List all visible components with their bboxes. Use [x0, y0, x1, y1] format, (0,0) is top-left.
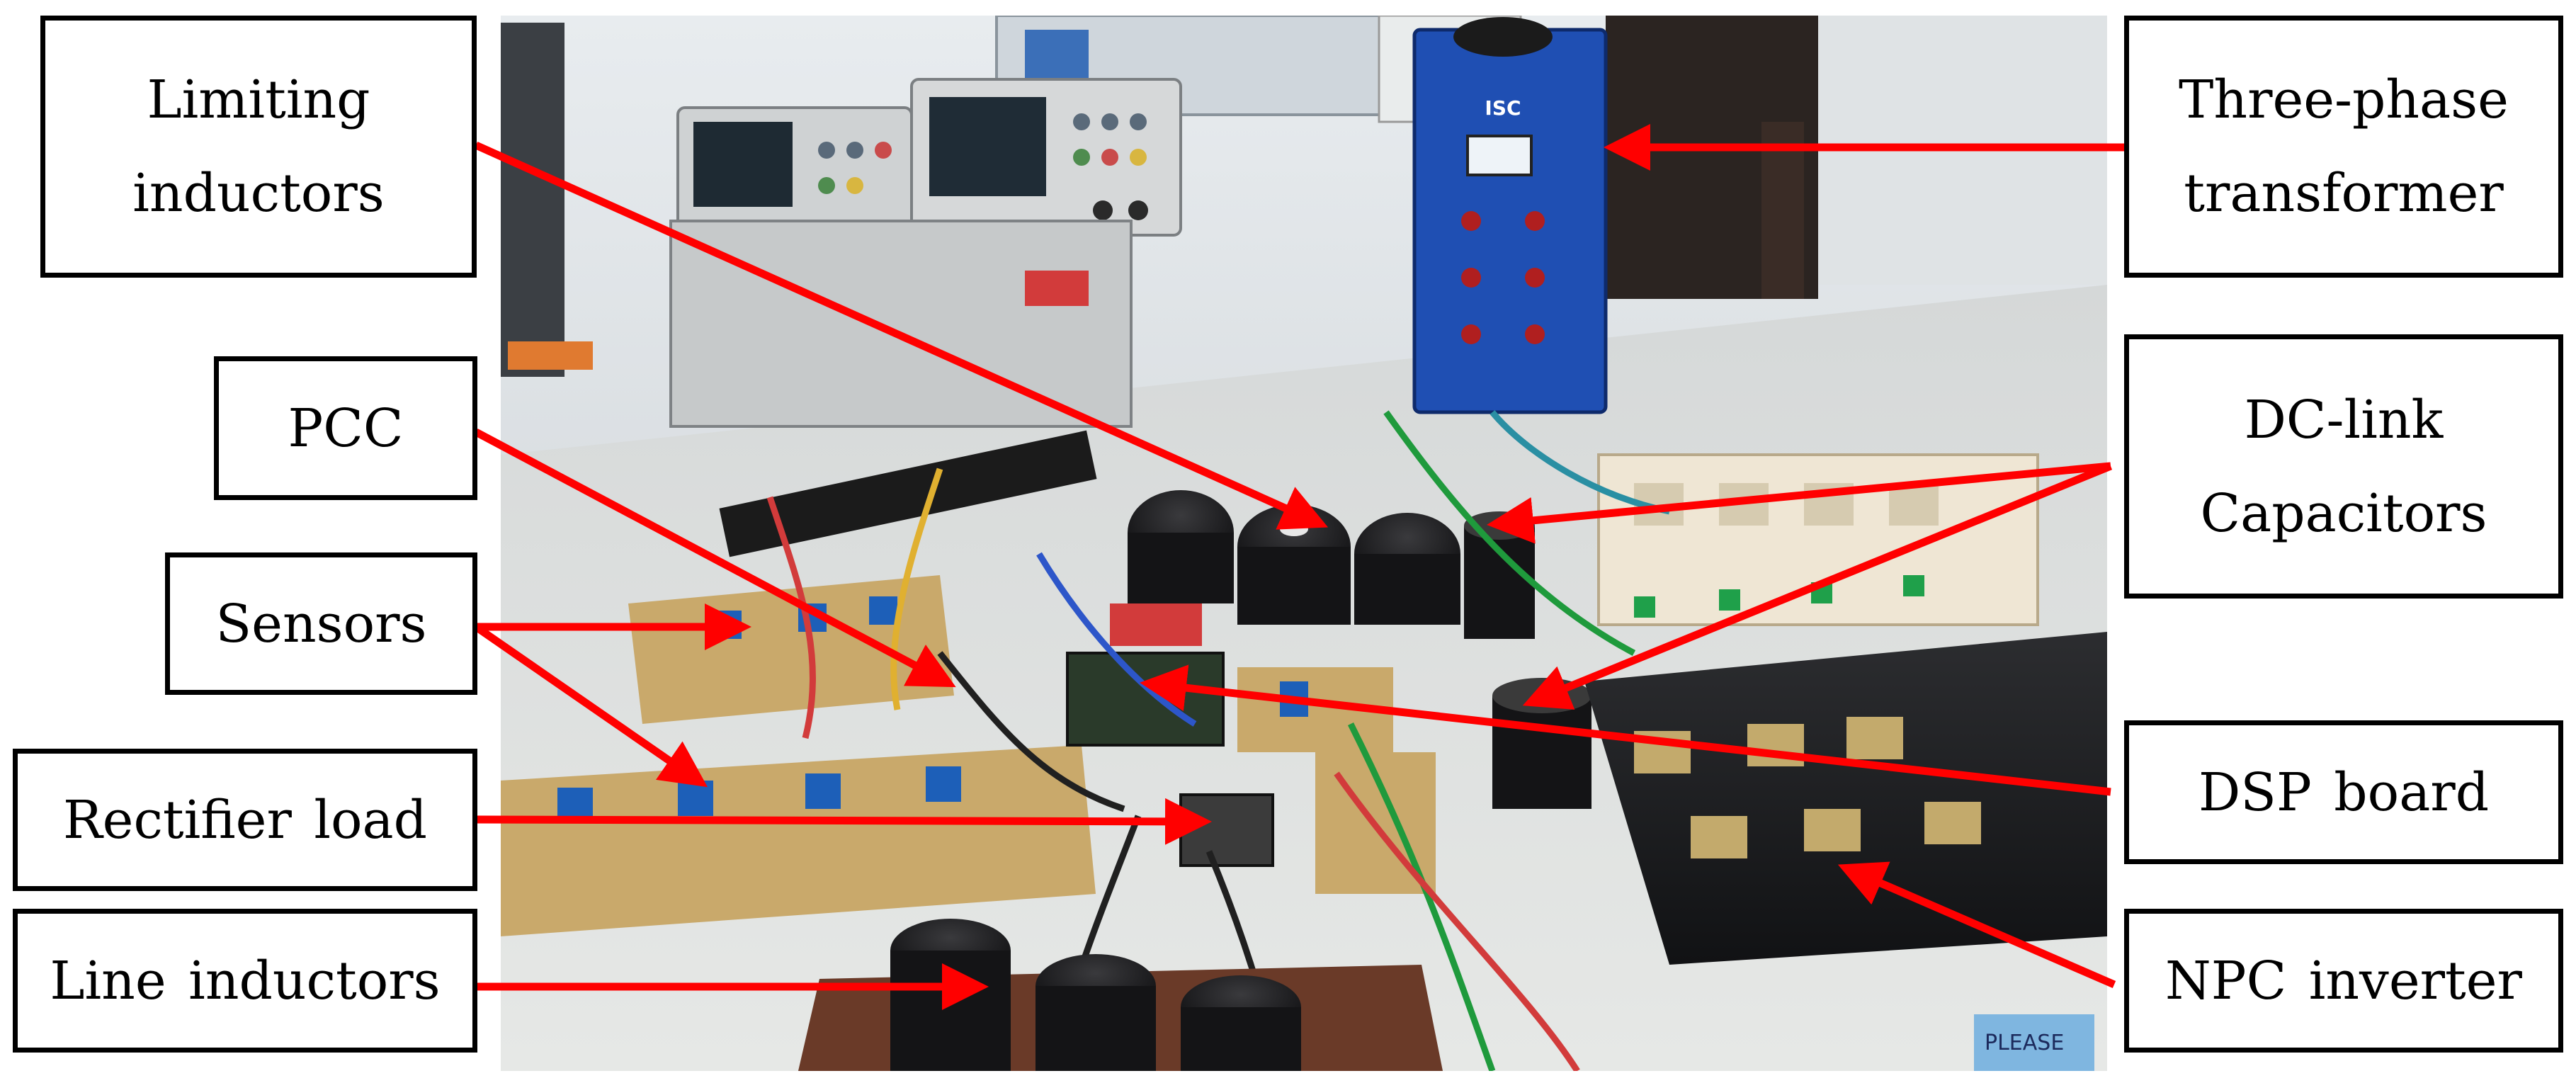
label-dc-link-capacitors-line2: Capacitors — [2200, 482, 2487, 544]
label-limiting-inductors-line2: inductors — [132, 163, 385, 224]
power-strip-table — [719, 430, 1097, 557]
label-rectifier-load-text: Rectifier load — [62, 789, 428, 851]
training-panel-module — [1025, 30, 1089, 79]
label-sensors-text: Sensors — [215, 593, 427, 654]
three-phase-transformer: ISC — [1412, 17, 1608, 414]
label-limiting-inductors: Limiting inductors — [40, 16, 477, 278]
label-pcc-text: PCC — [288, 397, 404, 459]
arrow-dsp-board — [1140, 664, 2111, 796]
left-power-strip — [508, 341, 593, 370]
power-supply-sticker — [1025, 271, 1089, 306]
arrow-dc-link-bottom — [1522, 462, 2113, 710]
label-dsp-board: DSP board — [2124, 720, 2563, 864]
label-dc-link-capacitors: DC-link Capacitors — [2124, 334, 2563, 599]
label-line-inductors: Line inductors — [13, 909, 477, 1053]
power-supply-unit — [669, 220, 1133, 428]
sign-text: PLEASE — [1985, 1031, 2064, 1055]
arrow-pcc — [474, 429, 956, 688]
label-dc-link-capacitors-line1: DC-link — [2244, 389, 2444, 450]
label-npc-inverter: NPC inverter — [2124, 909, 2563, 1053]
transformer-brand-text: ISC — [1485, 96, 1521, 120]
label-line-inductors-text: Line inductors — [50, 950, 441, 1011]
arrow-rectifier-load — [475, 798, 1212, 845]
label-three-phase-transformer-line2: transformer — [2184, 163, 2504, 224]
label-three-phase-transformer-line1: Three-phase — [2179, 69, 2509, 130]
stool-leg — [1761, 122, 1804, 299]
lab-setup-photo: ISC — [501, 16, 2107, 1071]
label-three-phase-transformer: Three-phase transformer — [2124, 16, 2563, 278]
arrow-npc-inverter — [1837, 861, 2116, 989]
lab-setup-illustration: ISC — [501, 16, 2107, 1071]
arrow-sensors-bottom — [473, 623, 708, 788]
arrow-dc-link-top — [1487, 462, 2111, 544]
line-inductors — [890, 919, 1301, 1071]
label-limiting-inductors-line1: Limiting — [147, 69, 370, 130]
label-rectifier-load: Rectifier load — [13, 749, 477, 891]
left-monitor — [501, 23, 564, 377]
label-sensors: Sensors — [165, 552, 477, 695]
label-pcc: PCC — [214, 356, 477, 500]
sign-card — [1974, 1014, 2094, 1071]
arrow-limiting-inductors — [474, 141, 1329, 530]
label-npc-inverter-text: NPC inverter — [2165, 950, 2522, 1011]
label-dsp-board-text: DSP board — [2198, 761, 2490, 823]
